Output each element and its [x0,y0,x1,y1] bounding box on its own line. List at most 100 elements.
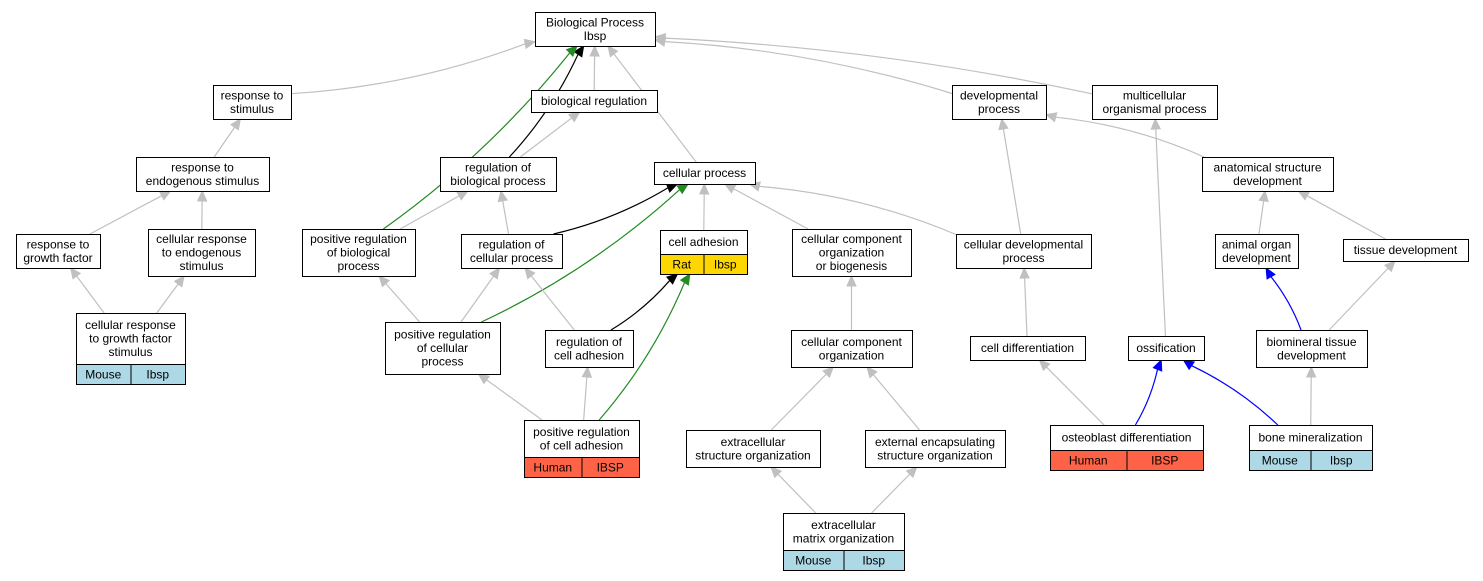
edge-bone-mineralization-to-biomineral-tissue-development [1305,365,1317,426]
node-box [952,85,1047,120]
edge-line [1155,128,1167,337]
node-label-line: ossification [1136,341,1195,355]
edge-cell-differentiation-to-cellular-developmental-process [1019,266,1030,337]
node-label-line: stimulus [230,102,274,116]
node-label-line: extracellular [811,518,876,532]
node-label-line: matrix organization [793,531,894,545]
edge-cellular-developmental-process-to-cellular-process [748,181,957,236]
node-label-line: response to [171,160,234,174]
gene-cell [581,457,640,478]
gene-label: Ibsp [146,368,169,382]
edge-arrowhead [1258,189,1269,203]
edge-arrowhead [905,466,918,479]
node-cellular-process[interactable]: cellular process [654,162,756,185]
node-label-line: animal organ [1222,237,1291,251]
node-ossification[interactable]: ossification [1128,336,1205,361]
edge-response-to-endogenous-stimulus-to-response-to-stimulus [213,117,242,158]
node-cell-differentiation[interactable]: cell differentiation [970,336,1086,361]
edge-arrowhead [173,275,185,288]
edge-bone-mineralization-to-ossification [1182,359,1279,426]
edge-line [460,275,495,323]
node-label-line: osteoblast differentiation [1062,431,1192,445]
node-label-line: endogenous stimulus [146,174,259,188]
gene-cell [1126,450,1204,471]
edge-line [1306,195,1386,240]
node-label-line: cellular developmental [964,237,1083,251]
edge-arrowhead [698,182,710,195]
node-label-line: biomineral tissue [1266,335,1356,349]
node-label-line: anatomical structure [1213,160,1321,174]
node-biological-regulation[interactable]: biological regulation [531,90,658,113]
edge-arrowhead [998,117,1009,131]
edge-biological-regulation-to-bp [589,44,600,91]
edge-cell-adhesion-to-cellular-process [698,182,710,231]
edge-anatomical-structure-development-to-developmental-process [1044,112,1205,158]
edge-arrowhead [196,189,208,202]
edge-line [1024,277,1028,337]
edge-arrowhead [1182,359,1196,371]
node-box [461,234,563,269]
node-label-line: of cell adhesion [540,438,623,452]
edge-cellular-component-organization-to-cellular-component-organization-or-biogenesis [846,274,857,330]
node-tissue-development[interactable]: tissue development [1343,239,1469,262]
node-label-line: regulation of [478,237,545,251]
edge-line [76,275,105,314]
node-label-line: development [1222,251,1291,265]
node-label-line: cellular component [801,335,902,349]
edge-line [1134,369,1159,426]
node-box [686,430,821,468]
edge-arrowhead [607,45,619,58]
species-label: Human [1069,454,1108,468]
edge-regulation-of-cell-adhesion-to-cell-adhesion [610,273,679,331]
edge-line [1046,366,1105,426]
edge-arrowhead [456,190,469,201]
edge-arrowhead [497,189,508,203]
node-label-line: stimulus [179,259,223,273]
node-label-line: growth factor [23,251,92,265]
edge-line [502,200,510,235]
edge-line [664,41,953,95]
node-box [1128,336,1205,361]
node-label-line: positive regulation [310,232,407,246]
node-box [531,90,658,113]
node-label-line: stimulus [108,345,152,359]
node-label-line: of biological [327,246,390,260]
node-box [545,330,634,368]
node-label-line: structure organization [877,448,992,462]
edge-arrowhead [1019,266,1030,279]
node-label-line: to growth factor [89,332,172,346]
edge-osteoblast-differentiation-to-cell-differentiation [1038,359,1105,426]
edge-ossification-to-multicellular-organismal-process [1150,117,1167,337]
node-label-line: to endogenous [162,246,241,260]
node-label-line: process [337,259,379,273]
node-label-line: biological regulation [541,94,647,108]
node-label-line: cell adhesion [554,348,624,362]
node-label-line: cellular process [470,251,553,265]
